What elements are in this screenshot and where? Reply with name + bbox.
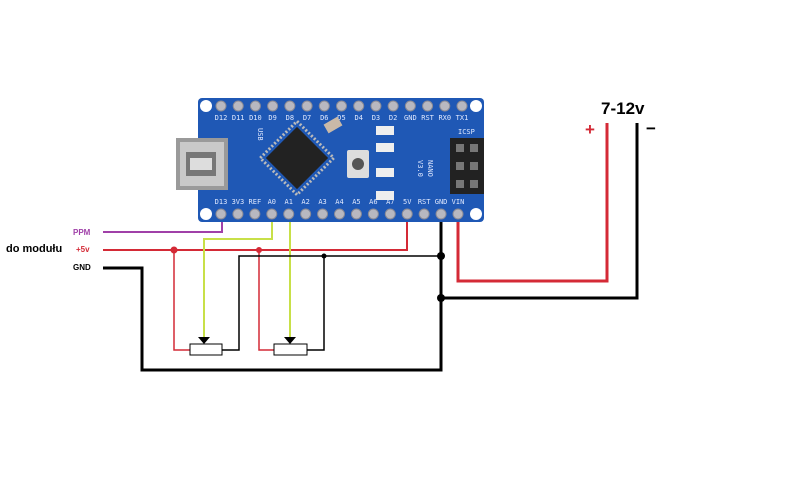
supply-plus-label: + [585, 120, 595, 139]
crystal [323, 116, 343, 134]
junction-5v-1 [170, 246, 178, 254]
ppm-label: PPM [73, 228, 91, 237]
pin-label: A6 [369, 198, 377, 206]
pin-label: REF [249, 198, 262, 206]
pin-d2 [387, 100, 399, 112]
board-name: NANO [426, 160, 434, 177]
pin-label: D5 [337, 114, 345, 122]
pin-a7 [384, 208, 396, 220]
potentiometer-2 [273, 337, 308, 356]
pin-label: D2 [389, 114, 397, 122]
pin-label: A7 [386, 198, 394, 206]
module-label: do modułu [6, 243, 62, 255]
pin-label: GND [435, 198, 448, 206]
wire-signal-a0 [203, 222, 273, 338]
pin-rx0 [439, 100, 451, 112]
pin-tx1 [456, 100, 468, 112]
pin-label: 3V3 [232, 198, 245, 206]
wire-gnd [103, 222, 443, 372]
pin-ref [249, 208, 261, 220]
pin-label: D12 [215, 114, 228, 122]
pin-label: D6 [320, 114, 328, 122]
pin-label: A4 [335, 198, 343, 206]
pin-label: 5V [403, 198, 412, 206]
wire-5v-pot2 [258, 250, 274, 351]
pin-vin [452, 208, 464, 220]
wire-5v [103, 222, 408, 251]
pin-label: D8 [286, 114, 294, 122]
plus5v-label: +5v [76, 245, 90, 254]
wire-5v-pot1 [173, 250, 190, 351]
top-pin-header: D12 D11 D10 D9 D8 D7 D6 D5 D4 D3 D2 GND RST RX0 TX1 [215, 100, 469, 122]
bottom-pin-header: D13 3V3 REF A0 A1 A2 A3 A4 A5 A6 A7 5V RST GND VIN [215, 198, 465, 220]
pin-d5 [336, 100, 347, 112]
wire-gnd-pot2 [307, 256, 325, 351]
pin-a0 [266, 208, 278, 220]
usb-label: USB [256, 128, 264, 141]
pin-d11 [232, 100, 244, 112]
junction-gnd-2 [437, 252, 445, 260]
status-leds [376, 126, 394, 200]
pin-label: D11 [232, 114, 245, 122]
board-pcb [198, 98, 484, 222]
supply-voltage-label: 7-12v [601, 99, 645, 118]
pin-a2 [300, 208, 312, 220]
wire-ppm [103, 222, 223, 233]
pin-label: D10 [249, 114, 262, 122]
pin-label: RX0 [438, 114, 451, 122]
pin-d12 [215, 100, 227, 112]
pin-label: RST [418, 198, 431, 206]
pin-gnd [404, 100, 416, 112]
pin-label: VIN [452, 198, 465, 206]
junction-gnd-1 [321, 253, 327, 259]
pin-a3 [317, 208, 329, 220]
pin-a5 [350, 208, 362, 220]
wire-supply-gnd [441, 123, 639, 300]
pin-label: RST [421, 114, 434, 122]
pin-label: GND [404, 114, 417, 122]
pin-d13 [215, 208, 227, 220]
usb-connector [176, 138, 228, 190]
pin-label: A3 [318, 198, 326, 206]
icsp-label: ICSP [458, 128, 475, 136]
icsp-header [450, 138, 484, 194]
pin-label: D3 [372, 114, 380, 122]
pin-gnd [435, 208, 447, 220]
pin-a4 [334, 208, 345, 220]
board-version: V3.0 [416, 160, 424, 177]
junction-5v-2 [256, 247, 262, 253]
gnd-label: GND [73, 263, 91, 272]
pin-rst [418, 208, 430, 220]
pin-label: A0 [268, 198, 276, 206]
pin-label: D13 [215, 198, 228, 206]
pin-rst [422, 100, 434, 112]
pin-d3 [370, 100, 382, 112]
pin-label: D9 [268, 114, 276, 122]
pin-d8 [284, 100, 296, 112]
pin-label: A5 [352, 198, 360, 206]
pin-label: TX1 [456, 114, 469, 122]
pin-5v [401, 208, 413, 220]
pin-d6 [318, 100, 330, 112]
pin-label: D4 [354, 114, 362, 122]
pin-d10 [249, 100, 261, 112]
pin-d7 [301, 100, 313, 112]
pin-a6 [367, 208, 379, 220]
supply-minus-label: − [646, 119, 656, 138]
junction-gnd-3 [437, 294, 445, 302]
reset-button[interactable] [347, 150, 369, 178]
wire-vin [456, 123, 609, 283]
pin-d9 [267, 100, 279, 112]
pin-3v3 [232, 208, 244, 220]
pin-label: D7 [303, 114, 311, 122]
pin-a1 [283, 208, 295, 220]
pin-label: A1 [284, 198, 292, 206]
pin-label: A2 [301, 198, 309, 206]
pin-d4 [353, 100, 365, 112]
potentiometer-1 [189, 337, 223, 356]
wire-gnd-pot1 [222, 255, 441, 351]
